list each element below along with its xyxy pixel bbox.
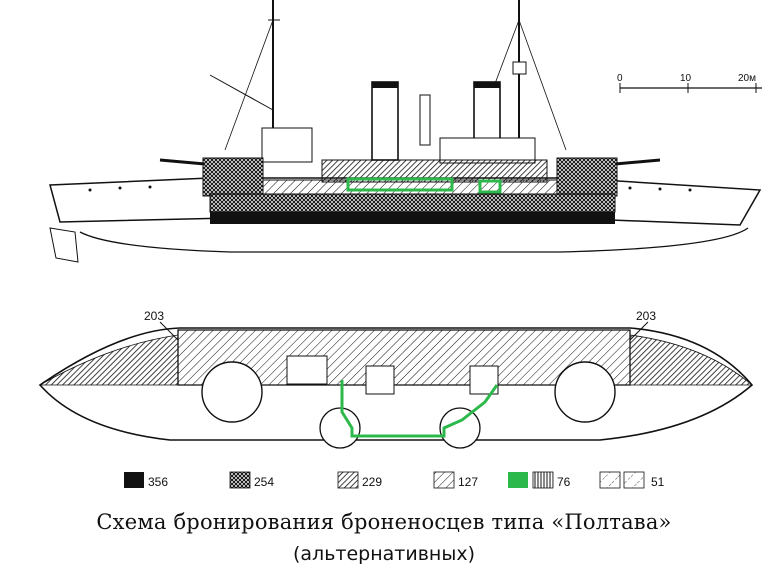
legend-swatch-76-green bbox=[508, 472, 528, 488]
legend-swatch-356 bbox=[124, 472, 144, 488]
legend-label-51: 51 bbox=[651, 475, 665, 489]
legend-swatch-229 bbox=[337, 471, 359, 489]
legend-swatch-51-a bbox=[599, 471, 621, 489]
green-casemate-76-small bbox=[478, 179, 502, 194]
legend: 356 254 229 127 76 51 bbox=[124, 471, 665, 489]
legend-label-127: 127 bbox=[458, 475, 478, 489]
green-outline-76 bbox=[340, 380, 499, 438]
aft-barbette bbox=[554, 361, 616, 423]
legend-swatch-127 bbox=[433, 471, 455, 489]
legend-swatch-51-b bbox=[623, 471, 645, 489]
scale-bar: 0 10 20м bbox=[617, 73, 762, 93]
plan-view: 203 203 bbox=[38, 309, 754, 449]
scale-label-10: 10 bbox=[680, 73, 692, 84]
scale-label-20: 20м bbox=[738, 73, 756, 84]
green-casemate-76 bbox=[346, 177, 454, 192]
caption-title: Схема бронирования броненосцев типа «Пол… bbox=[96, 510, 672, 534]
plan-label-203-right: 203 bbox=[636, 309, 656, 323]
legend-label-229: 229 bbox=[362, 475, 382, 489]
aft-turret bbox=[556, 157, 618, 197]
plan-label-203-left: 203 bbox=[144, 309, 164, 323]
legend-label-76: 76 bbox=[557, 475, 571, 489]
fore-barbette bbox=[201, 361, 263, 423]
main-belt-upper bbox=[209, 193, 616, 213]
legend-label-356: 356 bbox=[148, 475, 168, 489]
legend-swatch-254 bbox=[229, 471, 251, 489]
side-elevation bbox=[49, 0, 762, 263]
fore-turret bbox=[202, 157, 264, 197]
caption-subtitle: (альтернативных) bbox=[293, 543, 475, 565]
main-belt-356 bbox=[210, 212, 615, 224]
legend-label-254: 254 bbox=[254, 475, 274, 489]
fore-funnel bbox=[371, 81, 399, 161]
legend-swatch-76-vertical bbox=[532, 471, 554, 489]
scale-label-0: 0 bbox=[617, 73, 623, 84]
